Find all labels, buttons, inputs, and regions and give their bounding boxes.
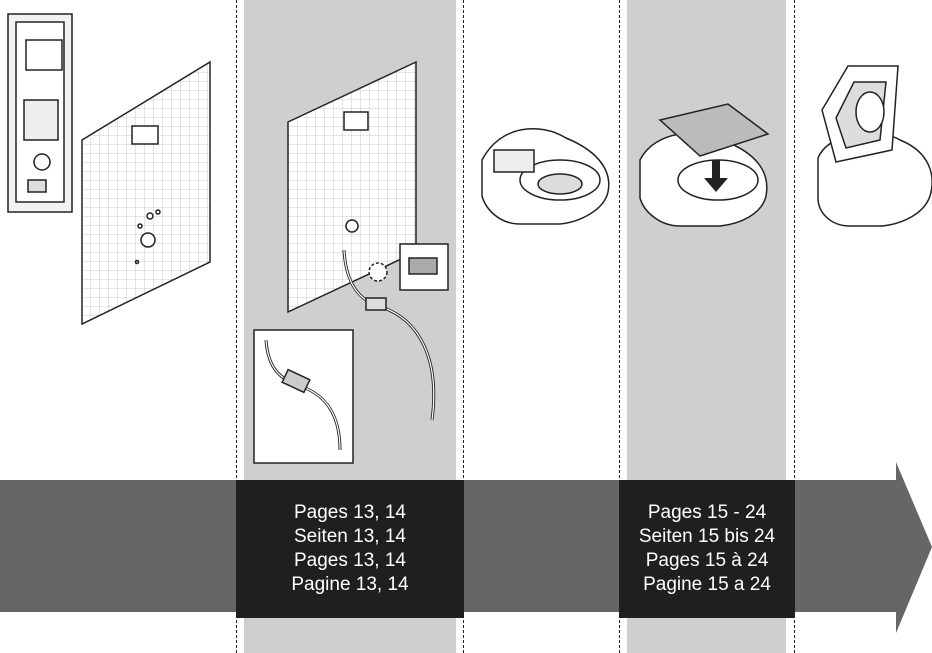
- toilet-open-seat-icon: [818, 66, 932, 226]
- stage4-line-2: Seiten 15 bis 24: [639, 525, 775, 549]
- stage4-line-3: Pages 15 à 24: [646, 549, 769, 573]
- toilet-with-seat-icon: [640, 104, 768, 226]
- stage2-line-2: Seiten 13, 14: [294, 525, 406, 549]
- stage2-line-3: Pages 13, 14: [294, 549, 406, 573]
- stage4-line-4: Pagine 15 a 24: [643, 573, 771, 597]
- wall-panel-icon: [82, 62, 210, 324]
- stage4-page-reference: Pages 15 - 24 Seiten 15 bis 24 Pages 15 …: [619, 480, 795, 618]
- stage2-line-1: Pages 13, 14: [294, 501, 406, 525]
- stage2-line-4: Pagine 13, 14: [291, 573, 408, 597]
- hose-detail-inset-icon: [254, 330, 353, 463]
- installation-frame-icon: [8, 14, 72, 212]
- stage2-page-reference: Pages 13, 14 Seiten 13, 14 Pages 13, 14 …: [236, 480, 464, 618]
- toilet-bowl-icon: [482, 129, 609, 224]
- stage4-line-1: Pages 15 - 24: [648, 501, 766, 525]
